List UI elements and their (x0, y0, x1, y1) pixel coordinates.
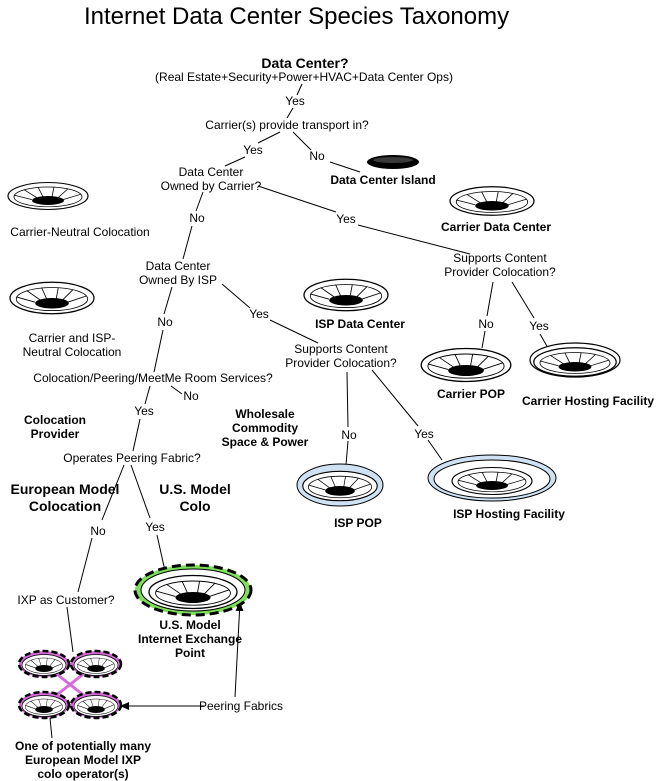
answer-no: No (478, 317, 494, 331)
answer-no: No (183, 389, 199, 403)
edge-yes-usixp (156, 534, 166, 572)
edge-ownedisp-no (163, 286, 173, 315)
edge-yes-transport (286, 107, 294, 119)
edge-no-carrierpop (481, 330, 486, 349)
edge-yes-isphosting (427, 439, 443, 461)
label-european-ixp-operators: One of potentially many European Model I… (14, 739, 152, 781)
label-carrier-data-center: Carrier Data Center (440, 220, 552, 234)
edge-yes-ownedcarrier (224, 156, 246, 167)
edge-no-coloservices (153, 329, 164, 373)
answer-no: No (341, 428, 357, 442)
edge-transport-no (292, 131, 312, 151)
answer-yes: Yes (134, 404, 154, 418)
question-peering-fabric: Operates Peering Fabric? (63, 451, 201, 465)
edge-yes-ispcontent (269, 319, 319, 344)
label-carrier-neutral-colocation: Carrier-Neutral Colocation (10, 225, 150, 239)
answer-yes: Yes (243, 143, 263, 157)
question-colo-services: Colocation/Peering/MeetMe Room Services? (33, 371, 273, 385)
label-carrier-isp-neutral: Carrier and ISP- Neutral Colocation (22, 331, 122, 359)
label-isp-hosting-facility: ISP Hosting Facility (453, 507, 565, 521)
carrier-hosting-facility-icon (529, 342, 621, 378)
edge-no-isppop (345, 440, 349, 466)
isp-data-center-icon (303, 278, 389, 312)
edge-yes-carriercontent (357, 224, 471, 255)
question-ixp-customer: IXP as Customer? (17, 593, 115, 607)
arrow-peering-to-us (234, 601, 244, 698)
carrier-data-center-icon (449, 186, 535, 216)
edge-colo-yes (144, 385, 151, 405)
label-colocation-provider: Colocation Provider (24, 413, 86, 441)
answer-yes: Yes (285, 94, 305, 108)
label-european-model-colocation: European Model Colocation (10, 481, 120, 514)
edge-colo-no (170, 385, 183, 395)
edge-ownedisp-yes (221, 283, 251, 309)
answer-yes: Yes (414, 427, 434, 441)
question-isp-content-colo: Supports Content Provider Colocation? (285, 342, 397, 370)
edge-ispcontent-no (346, 371, 349, 428)
edge-peering-yes (130, 464, 151, 519)
question-owned-by-isp: Data Center Owned By ISP (138, 259, 218, 287)
us-internet-exchange-point-icon (133, 563, 253, 617)
root-question: Data Center? (261, 55, 349, 71)
edge-ownedcarrier-no (195, 191, 204, 212)
answer-yes: Yes (529, 319, 549, 333)
carrier-neutral-colocation-icon (7, 181, 89, 211)
root-sublabel: (Real Estate+Security+Power+HVAC+Data Ce… (155, 70, 453, 84)
label-peering-fabrics: Peering Fabrics (198, 699, 284, 713)
decision-edges (49, 83, 549, 739)
answer-no: No (157, 315, 173, 329)
answer-yes: Yes (336, 212, 356, 226)
label-carrier-pop: Carrier POP (436, 387, 506, 401)
data-center-island-hole-icon (367, 155, 419, 169)
edge-peering-no (101, 464, 125, 521)
edge-ownedcarrier-yes (257, 185, 337, 213)
edge-no-island (329, 161, 361, 173)
isp-pop-icon (296, 463, 384, 507)
isp-hosting-facility-icon (427, 454, 557, 502)
question-owned-by-carrier: Data Center Owned by Carrier? (160, 165, 262, 193)
question-carrier-transport: Carrier(s) provide transport in? (205, 118, 369, 132)
carrier-pop-icon (420, 347, 512, 383)
label-wholesale: Wholesale Commodity Space & Power (221, 407, 309, 449)
label-carrier-hosting-facility: Carrier Hosting Facility (521, 394, 655, 408)
edge-ispcontent-yes (371, 369, 419, 427)
answer-yes: Yes (249, 307, 269, 321)
label-isp-pop: ISP POP (334, 516, 382, 530)
edge-root-yes (296, 83, 303, 96)
answer-no: No (189, 211, 205, 225)
carrier-isp-neutral-colocation-icon (9, 281, 95, 315)
european-ixp-cluster-icon (17, 649, 123, 720)
label-us-ixp: U.S. Model Internet Exchange Point (137, 618, 243, 660)
label-isp-data-center: ISP Data Center (315, 317, 405, 331)
page-title: Internet Data Center Species Taxonomy (84, 3, 510, 30)
answer-no: No (90, 524, 106, 538)
edge-transport-yes (257, 131, 281, 144)
label-data-center-island: Data Center Island (330, 173, 436, 187)
edge-carriercontent-no (486, 281, 494, 317)
answer-no: No (309, 149, 325, 163)
edge-yes-peering (132, 418, 141, 452)
edge-no-ixpcustomer (77, 537, 93, 593)
answer-yes: Yes (145, 520, 165, 534)
edge-carriercontent-yes (511, 281, 535, 319)
edge-yes-carrierhosting (539, 333, 549, 349)
edge-euro-label (49, 717, 53, 739)
question-carrier-content-colo: Supports Content Provider Colocation? (444, 251, 556, 279)
edge-ixpcustomer-euro (66, 606, 74, 653)
label-us-model-colo: U.S. Model Colo (159, 481, 231, 514)
edge-no-ownedisp (182, 225, 193, 260)
